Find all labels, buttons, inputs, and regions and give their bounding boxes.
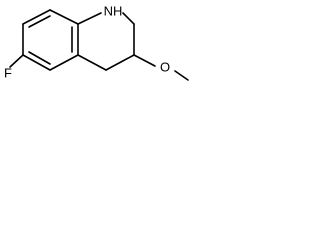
- aromatic-inner-bond-1: [28, 15, 51, 28]
- bond-c5-c4a: [49, 54, 79, 71]
- bond-n1-c2: [122, 12, 135, 25]
- bond-c6-c5: [22, 54, 51, 71]
- atom-label-f: F: [4, 65, 12, 80]
- atom-label-o: O: [160, 59, 170, 74]
- bond-c4-c4a: [77, 54, 107, 71]
- chemical-structure-diagram: NH F O: [0, 0, 254, 108]
- bond-o-methyl: [174, 70, 189, 81]
- atom-label-nh: NH: [104, 3, 123, 18]
- bond-c6-f: [9, 54, 24, 68]
- bond-c8a-c8: [49, 9, 79, 25]
- bond-c3-c4: [105, 54, 135, 71]
- molecule-svg: NH F O: [4, 3, 189, 81]
- bond-c3-o: [133, 54, 156, 67]
- bond-c8a-n1: [77, 12, 102, 25]
- aromatic-inner-bond-2: [28, 51, 51, 65]
- bond-c8-c7: [22, 9, 51, 25]
